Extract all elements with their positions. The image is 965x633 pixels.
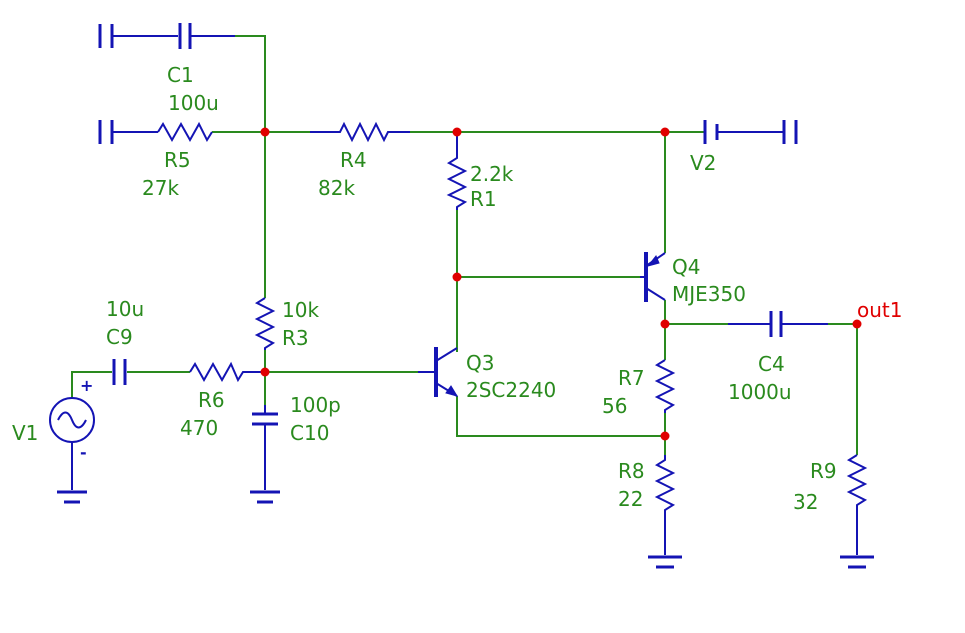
- r3-value: 10k: [282, 298, 319, 322]
- q3-value: 2SC2240: [466, 378, 556, 402]
- ground-r8: [648, 555, 682, 569]
- r6-value: 470: [180, 416, 218, 440]
- c4-value: 1000u: [728, 380, 792, 404]
- junction-output-node: [660, 319, 670, 329]
- ground-c10: [250, 490, 280, 504]
- r1-value: 2.2k: [470, 162, 514, 186]
- components: [49, 23, 874, 569]
- q4-ref: Q4: [672, 255, 700, 279]
- r3-ref: R3: [282, 326, 309, 350]
- v1-ref: V1: [12, 421, 38, 445]
- capacitor-c10: [252, 405, 278, 490]
- component-labels: C1 100u R5 27k R4 82k 2.2k R1 V2 Q4 MJE3…: [12, 63, 902, 514]
- c1-ref: C1: [167, 63, 194, 87]
- r4-ref: R4: [340, 148, 367, 172]
- r7-ref: R7: [618, 366, 645, 390]
- capacitor-c1: [178, 23, 235, 49]
- r6-ref: R6: [198, 388, 225, 412]
- r5-value: 27k: [142, 176, 179, 200]
- v1-plus-sign: +: [80, 376, 93, 395]
- ground-r9: [840, 555, 874, 569]
- junction-r1-top: [452, 127, 462, 137]
- junction-out1: [852, 319, 862, 329]
- r9-value: 32: [793, 490, 818, 514]
- resistor-r1: [446, 132, 468, 210]
- dc-source-v2: [703, 120, 798, 144]
- transistor-q3: [418, 347, 459, 397]
- c9-ref: C9: [106, 325, 133, 349]
- r5-terminal-symbol: [98, 120, 158, 144]
- c1-terminal-symbol: [98, 24, 178, 48]
- resistor-r7: [654, 359, 676, 413]
- net-label-out1: out1: [857, 298, 902, 322]
- junction-nodes: [260, 127, 862, 441]
- junction-base-node: [260, 367, 270, 377]
- c10-value: 100p: [290, 393, 341, 417]
- ac-source-v1: [49, 397, 95, 490]
- r7-value: 56: [602, 394, 627, 418]
- transistor-q4: [640, 252, 666, 302]
- junction-rail-right: [660, 127, 670, 137]
- q4-value: MJE350: [672, 282, 746, 306]
- junction-bias-node: [260, 127, 270, 137]
- c10-ref: C10: [290, 421, 329, 445]
- v2-ref: V2: [690, 151, 716, 175]
- c4-ref: C4: [758, 352, 785, 376]
- resistor-r9: [846, 454, 868, 555]
- c9-value: 10u: [106, 297, 144, 321]
- c1-value: 100u: [168, 91, 219, 115]
- r1-ref: R1: [470, 187, 497, 211]
- resistor-r6: [189, 361, 265, 383]
- junction-emitter-node: [660, 431, 670, 441]
- r9-ref: R9: [810, 459, 837, 483]
- resistor-r8: [654, 455, 676, 555]
- q3-ref: Q3: [466, 351, 494, 375]
- wire-q3-emitter-to-node: [456, 396, 665, 437]
- capacitor-c9: [112, 359, 127, 385]
- wires: [71, 35, 858, 455]
- resistor-r4: [310, 121, 410, 143]
- r8-ref: R8: [618, 459, 645, 483]
- junction-collector-node: [452, 272, 462, 282]
- r8-value: 22: [618, 487, 643, 511]
- wire-v1-to-c9: [71, 371, 112, 398]
- v1-minus-sign: -: [80, 443, 87, 462]
- ground-v1: [57, 490, 87, 504]
- resistor-r3: [254, 297, 276, 350]
- r4-value: 82k: [318, 176, 355, 200]
- q3-emitter-arrow: [445, 385, 459, 397]
- capacitor-c4: [728, 311, 828, 337]
- resistor-r5: [157, 121, 213, 143]
- wire-c1-to-bias-node: [235, 35, 266, 132]
- q4-emitter-arrow: [646, 255, 660, 267]
- r5-ref: R5: [164, 148, 191, 172]
